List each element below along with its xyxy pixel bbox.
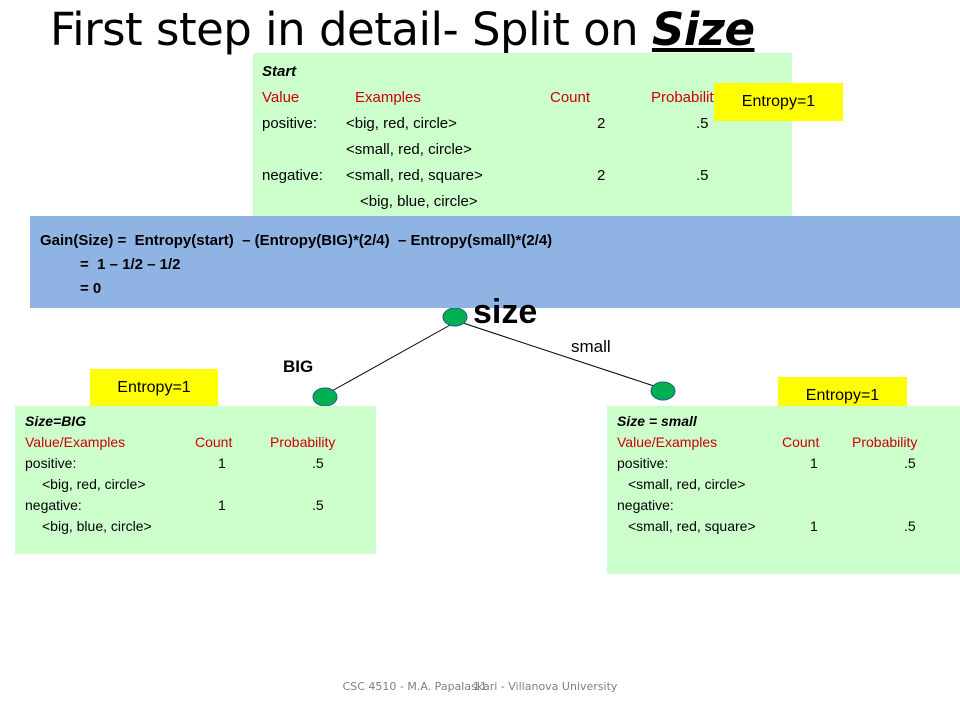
title-emphasis: Size bbox=[651, 3, 755, 56]
big-neg-label: negative: bbox=[25, 497, 82, 513]
small-table: Size = small Value/Examples Count Probab… bbox=[607, 406, 960, 574]
edge-label-big: BIG bbox=[283, 357, 314, 376]
small-neg-label: negative: bbox=[617, 497, 674, 513]
big-heading: Size=BIG bbox=[25, 413, 87, 429]
big-neg-prob: .5 bbox=[312, 497, 324, 513]
start-row-example: <small, red, square> bbox=[346, 167, 483, 184]
start-col-value: Value bbox=[262, 89, 300, 106]
start-col-examples: Examples bbox=[355, 89, 421, 106]
big-node bbox=[312, 387, 338, 407]
start-row-example: <small, red, circle> bbox=[346, 141, 472, 158]
small-pos-count: 1 bbox=[810, 455, 818, 471]
small-pos-example: <small, red, circle> bbox=[628, 476, 746, 492]
small-col-count: Count bbox=[782, 434, 820, 450]
small-neg-prob: .5 bbox=[904, 518, 916, 534]
edge-big bbox=[329, 323, 453, 393]
page-number: 11 bbox=[473, 680, 487, 693]
small-node bbox=[650, 381, 676, 401]
slide-title: First step in detail- Split on Size bbox=[50, 2, 755, 58]
big-col-value-examples: Value/Examples bbox=[25, 434, 126, 450]
big-pos-example: <big, red, circle> bbox=[42, 476, 146, 492]
gain-line-2: = 1 – 1/2 – 1/2 bbox=[80, 256, 181, 273]
gain-calculation: Gain(Size) = Entropy(start) – (Entropy(B… bbox=[30, 216, 960, 308]
start-row-prob: .5 bbox=[696, 167, 709, 184]
small-col-value-examples: Value/Examples bbox=[617, 434, 718, 450]
edge-small bbox=[459, 321, 661, 389]
big-neg-count: 1 bbox=[218, 497, 226, 513]
start-heading: Start bbox=[262, 63, 297, 80]
small-pos-label: positive: bbox=[617, 455, 669, 471]
start-row-example: <big, blue, circle> bbox=[360, 193, 478, 210]
small-heading: Size = small bbox=[617, 413, 697, 429]
start-row-value: negative: bbox=[262, 167, 323, 184]
root-node bbox=[442, 307, 468, 327]
entropy-badge-start: Entropy=1 bbox=[714, 83, 843, 121]
title-prefix: First step in detail- Split on bbox=[50, 3, 652, 56]
entropy-badge-big: Entropy=1 bbox=[90, 369, 218, 407]
big-pos-count: 1 bbox=[218, 455, 226, 471]
start-row-example: <big, red, circle> bbox=[346, 115, 457, 132]
slide-footer: CSC 4510 - M.A. Papalaskari - Villanova … bbox=[0, 680, 960, 693]
big-pos-prob: .5 bbox=[312, 455, 324, 471]
big-pos-label: positive: bbox=[25, 455, 77, 471]
start-row-prob: .5 bbox=[696, 115, 709, 132]
big-neg-example: <big, blue, circle> bbox=[42, 518, 152, 534]
gain-line-1: Gain(Size) = Entropy(start) – (Entropy(B… bbox=[40, 232, 553, 249]
footer-text: CSC 4510 - M.A. Papalaskari - Villanova … bbox=[342, 680, 618, 693]
small-pos-prob: .5 bbox=[904, 455, 916, 471]
small-neg-count: 1 bbox=[810, 518, 818, 534]
small-col-probability: Probability bbox=[852, 434, 918, 450]
big-col-probability: Probability bbox=[270, 434, 336, 450]
start-table: Start Value Examples Count Probability p… bbox=[253, 53, 792, 218]
start-col-probability: Probability bbox=[651, 89, 722, 106]
root-label: size bbox=[473, 293, 538, 331]
start-row-count: 2 bbox=[597, 115, 606, 132]
edge-label-small: small bbox=[571, 337, 611, 356]
start-row-value: positive: bbox=[262, 115, 318, 132]
start-row-count: 2 bbox=[597, 167, 606, 184]
big-table: Size=BIG Value/Examples Count Probabilit… bbox=[15, 406, 376, 554]
start-col-count: Count bbox=[550, 89, 591, 106]
small-neg-example: <small, red, square> bbox=[628, 518, 756, 534]
big-col-count: Count bbox=[195, 434, 233, 450]
gain-line-3: = 0 bbox=[80, 280, 102, 297]
